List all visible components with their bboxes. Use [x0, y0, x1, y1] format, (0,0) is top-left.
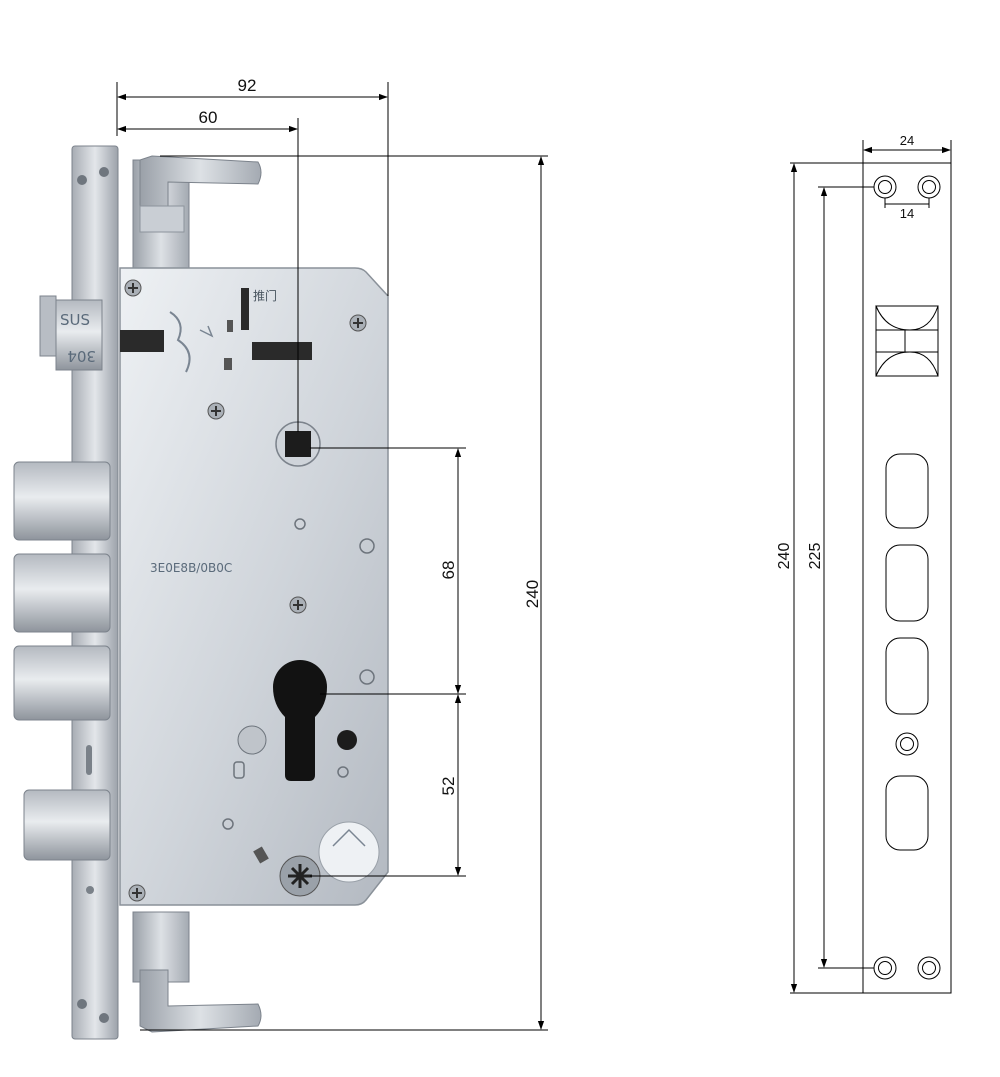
strike-plate: [862, 162, 952, 994]
deadbolt-1: [13, 461, 111, 541]
case-slots: 推门: [120, 288, 312, 373]
latch-bolt: SUS 304: [39, 295, 103, 371]
faceplate-holes: [77, 167, 109, 1023]
deadbolt-4: [23, 789, 111, 861]
latch-text-top: SUS: [60, 311, 90, 329]
dim-strike-width: 24: [900, 133, 914, 148]
dim-overall-height: 240: [523, 580, 542, 608]
strike-latch-opening: [875, 305, 939, 377]
lock-dimensions: [116, 82, 548, 1031]
top-hook: [132, 155, 262, 271]
dim-strike-height: 240: [776, 543, 793, 570]
dim-strike-pitch: 225: [807, 543, 824, 570]
lock-case: [119, 267, 389, 906]
bottom-follower: [279, 821, 380, 897]
case-screws: [124, 279, 367, 902]
strike-bolt-openings: [885, 453, 929, 851]
small-holes: [222, 518, 375, 864]
dim-cylinder-bottom: 52: [439, 777, 458, 796]
handle-spindle: [275, 421, 321, 467]
dim-handle-cylinder: 68: [439, 561, 458, 580]
door-label: 推门: [253, 288, 277, 303]
dim-strike-hole-spacing: 14: [900, 206, 914, 221]
lock-body: SUS 304 推门: [13, 145, 389, 1040]
bottom-hook: [132, 911, 262, 1033]
strike-plate-outline: [862, 162, 952, 994]
strike-dimensions: [790, 140, 952, 994]
engraved-model: 3E0E8B/0B0C: [150, 561, 232, 575]
cylinder-cutout: [273, 660, 327, 781]
latch-text-bottom: 304: [67, 347, 96, 365]
deadbolt-3: [13, 645, 111, 721]
dim-backset: 60: [199, 108, 218, 127]
strike-middle-hole: [895, 732, 919, 756]
dim-overall-depth: 92: [238, 76, 257, 95]
deadbolt-2: [13, 553, 111, 633]
